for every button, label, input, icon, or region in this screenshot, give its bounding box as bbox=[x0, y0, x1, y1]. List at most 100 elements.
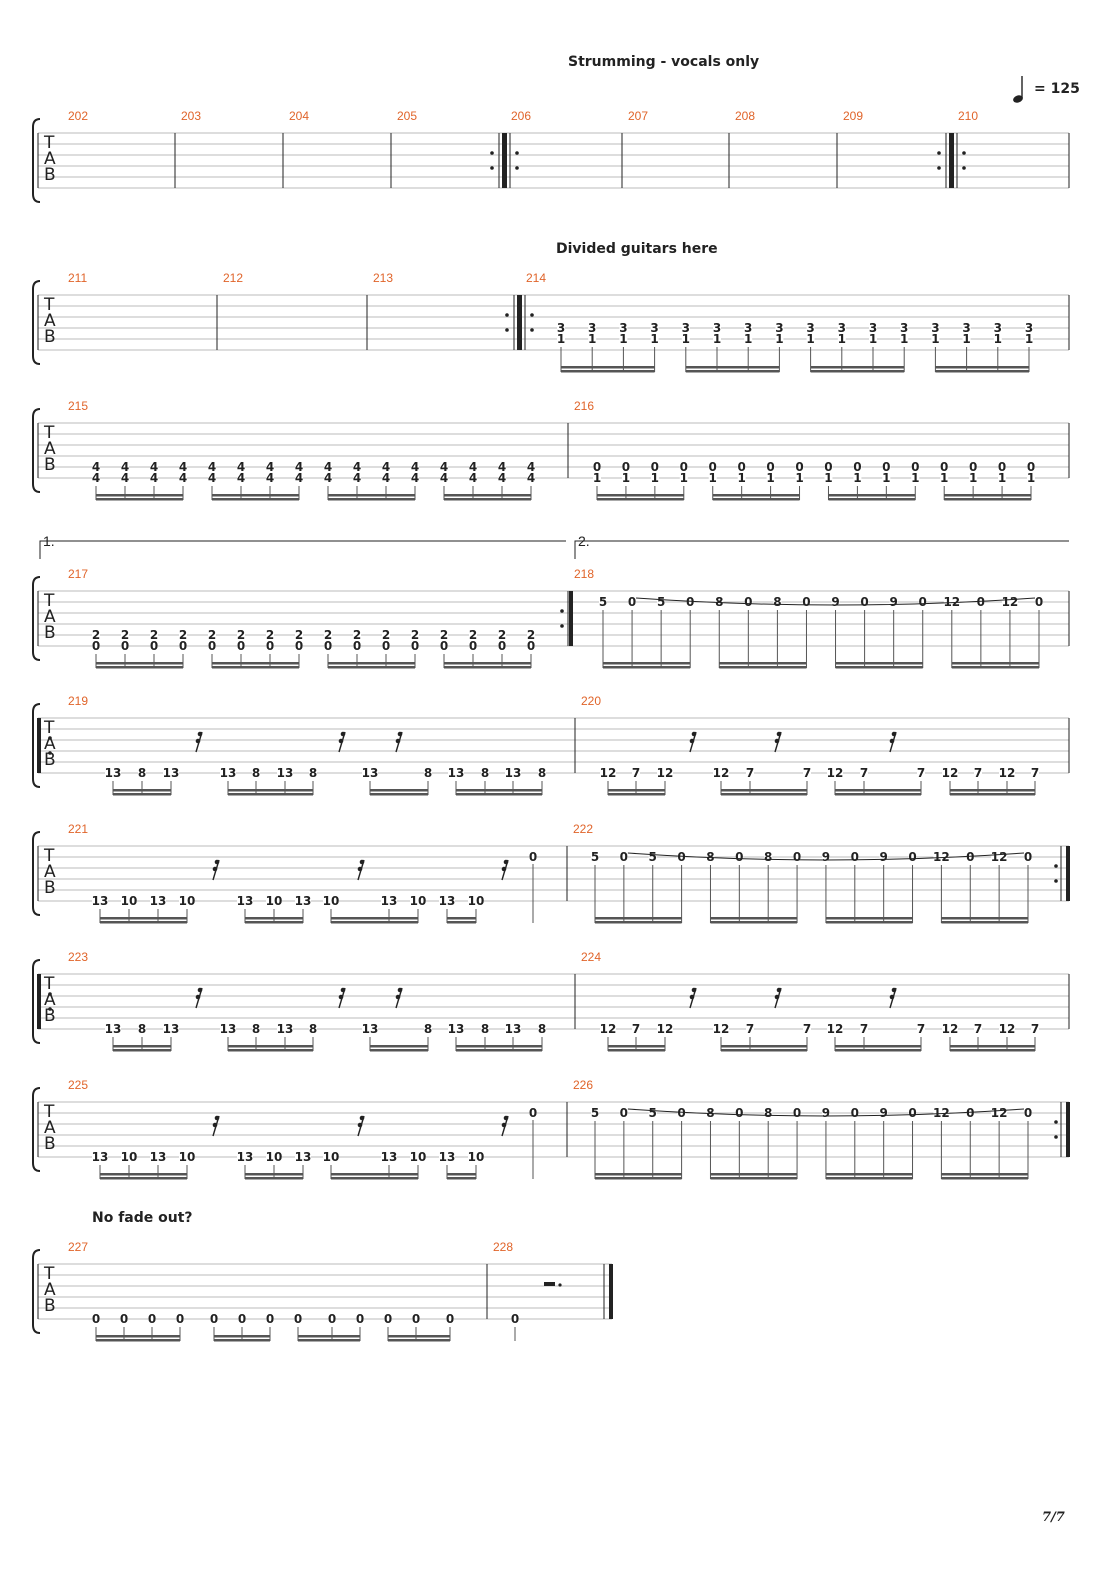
fret-number: 0 bbox=[1027, 460, 1035, 474]
fret-number: 0 bbox=[1024, 850, 1032, 864]
tab-clef-letter: A bbox=[44, 990, 56, 1010]
fret-number: 0 bbox=[851, 850, 859, 864]
fret-number: 13 bbox=[381, 894, 398, 908]
system-bracket bbox=[32, 959, 41, 1044]
fret-number-bg bbox=[998, 472, 1007, 484]
fret-number-bg bbox=[715, 596, 724, 608]
fret-number: 7 bbox=[632, 766, 640, 780]
measure-number: 217 bbox=[68, 567, 88, 581]
fret-number-bg bbox=[974, 767, 982, 779]
fret-number-bg bbox=[469, 640, 477, 652]
beam-sixteenth bbox=[444, 662, 531, 669]
sixteenth-rest-icon bbox=[195, 987, 203, 1009]
fret-number-bg bbox=[237, 629, 245, 641]
measure-number: 222 bbox=[573, 822, 593, 836]
fret-number: 0 bbox=[411, 639, 419, 653]
fret-number-bg bbox=[837, 322, 846, 334]
fret-number: 12 bbox=[827, 1022, 844, 1036]
beam-sixteenth bbox=[712, 494, 800, 501]
fret-number-bg bbox=[908, 851, 917, 863]
measure-number: 211 bbox=[68, 271, 87, 285]
fret-number: 12 bbox=[991, 1106, 1008, 1120]
fret-number: 1 bbox=[651, 471, 659, 485]
fret-number-bg bbox=[600, 767, 616, 779]
fret-number: 7 bbox=[746, 766, 754, 780]
fret-number: 4 bbox=[92, 471, 100, 485]
fret-number-bg bbox=[382, 629, 390, 641]
tab-clef-letter: T bbox=[43, 846, 55, 866]
fret-number-bg bbox=[681, 322, 690, 334]
page-number: 7/7 bbox=[1042, 1510, 1065, 1525]
fret-number-bg bbox=[121, 472, 129, 484]
fret-number-bg bbox=[208, 640, 216, 652]
tab-clef-letter: T bbox=[43, 133, 55, 153]
fret-number-bg bbox=[468, 895, 484, 907]
beam-sixteenth bbox=[96, 1335, 180, 1342]
measure-number: 227 bbox=[68, 1240, 88, 1254]
fret-number-bg bbox=[650, 472, 659, 484]
fret-number-bg bbox=[150, 895, 166, 907]
fret-number: 0 bbox=[179, 639, 187, 653]
beam-sixteenth bbox=[245, 1173, 303, 1180]
fret-number-bg bbox=[448, 767, 464, 779]
fret-number-bg bbox=[121, 640, 129, 652]
fret-number: 13 bbox=[220, 1022, 237, 1036]
fret-number: 0 bbox=[1035, 595, 1043, 609]
fret-number: 1 bbox=[622, 471, 630, 485]
fret-number-bg bbox=[619, 851, 628, 863]
fret-number-bg bbox=[295, 629, 303, 641]
fret-number-bg bbox=[237, 472, 245, 484]
fret-number-bg bbox=[1031, 1023, 1039, 1035]
fret-number-bg bbox=[121, 1151, 137, 1163]
fret-number-bg bbox=[150, 472, 158, 484]
fret-number: 0 bbox=[440, 639, 448, 653]
fret-number-bg bbox=[744, 333, 753, 345]
fret-number: 0 bbox=[120, 1312, 128, 1326]
tab-clef-letter: T bbox=[43, 718, 55, 738]
fret-number: 0 bbox=[911, 460, 919, 474]
beam-sixteenth bbox=[710, 917, 798, 924]
fret-number: 4 bbox=[237, 460, 245, 474]
fret-number: 0 bbox=[709, 460, 717, 474]
fret-number: 12 bbox=[600, 766, 617, 780]
fret-number-bg bbox=[879, 1107, 888, 1119]
fret-number-bg bbox=[677, 851, 686, 863]
fret-number-bg bbox=[266, 1313, 274, 1325]
fret-number: 1 bbox=[962, 332, 970, 346]
system-bracket bbox=[32, 280, 41, 365]
fret-number-bg bbox=[353, 472, 361, 484]
beam-sixteenth bbox=[456, 789, 542, 796]
fret-number: 10 bbox=[323, 894, 340, 908]
fret-number-bg bbox=[481, 1023, 489, 1035]
fret-number-bg bbox=[92, 1313, 100, 1325]
fret-number: 10 bbox=[468, 894, 485, 908]
fret-number: 3 bbox=[619, 321, 627, 335]
fret-number: 4 bbox=[121, 460, 129, 474]
fret-number-bg bbox=[775, 333, 784, 345]
fret-number-bg bbox=[505, 767, 521, 779]
tab-clef-letter: T bbox=[43, 295, 55, 315]
fret-number-bg bbox=[295, 895, 311, 907]
fret-number-bg bbox=[411, 629, 419, 641]
tempo-value: = 125 bbox=[1034, 81, 1080, 97]
fret-number: 1 bbox=[737, 471, 745, 485]
fret-number-bg bbox=[708, 472, 717, 484]
fret-number-bg bbox=[821, 1107, 830, 1119]
fret-number: 13 bbox=[448, 766, 465, 780]
fret-number-bg bbox=[511, 1313, 519, 1325]
fret-number: 1 bbox=[806, 332, 814, 346]
fret-number: 1 bbox=[882, 471, 890, 485]
beam-sixteenth bbox=[228, 789, 313, 796]
fret-number: 0 bbox=[651, 460, 659, 474]
tab-clef-letter: A bbox=[44, 439, 56, 459]
fret-number: 0 bbox=[793, 1106, 801, 1120]
fret-number: 13 bbox=[295, 894, 312, 908]
fret-number: 0 bbox=[766, 460, 774, 474]
fret-number: 3 bbox=[682, 321, 690, 335]
fret-number: 4 bbox=[469, 460, 477, 474]
fret-number-bg bbox=[1025, 322, 1033, 334]
fret-number: 2 bbox=[411, 628, 419, 642]
sixteenth-rest-icon bbox=[395, 731, 403, 753]
